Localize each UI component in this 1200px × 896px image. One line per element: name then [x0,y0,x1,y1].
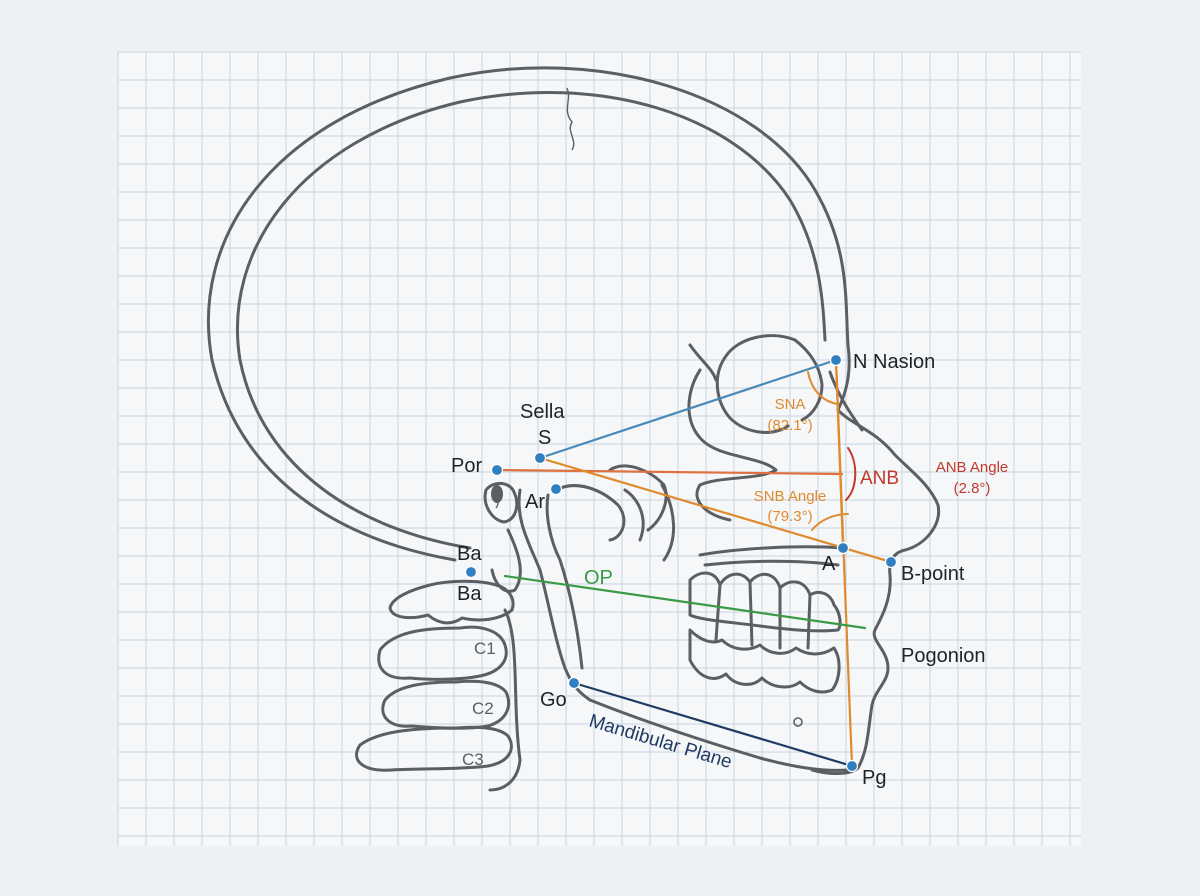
label-snb-name: SNB Angle [754,488,827,505]
sna-arc [807,371,839,405]
landmark-articulare [549,482,563,496]
graph-paper [118,52,1081,846]
label-snb-value: (79.3°) [767,508,812,525]
s-to-b-line [538,456,893,564]
palate-line [698,545,844,557]
zygomatic-outline [687,368,778,522]
landmark-basion [464,565,478,579]
label-nasion: N Nasion [853,351,935,373]
label-occlusal-plane: OP [584,567,613,589]
mandibular-plane-line [572,681,854,768]
pterygoid-outline [623,483,675,562]
vertebra-c1 [388,579,515,625]
label-c3: C3 [462,750,484,769]
label-anb-name: ANB Angle [936,459,1009,476]
label-gonion: Go [540,689,567,711]
cranial-suture [566,87,575,151]
landmark-porion [490,463,504,477]
mastoid-outline [490,528,522,593]
orbit-outline [715,334,824,434]
label-sna-name: SNA [775,396,806,413]
label-pogonion: Pogonion [901,645,986,667]
ear-canal-dot [491,485,503,503]
landmark-nasion [829,353,843,367]
label-pg: Pg [862,767,886,789]
label-sna-value: (82.1°) [767,417,812,434]
label-sella-letter: S [538,427,551,449]
landmarks [464,353,898,773]
measurement-lines [495,358,893,768]
sphenoid-outline [554,464,668,542]
label-anb-short: ANB [860,468,899,489]
skull-tracing [207,66,941,792]
label-c1: C1 [474,639,496,658]
label-porion: Por [451,455,482,477]
outer-cranium [207,66,851,562]
spine-posterior [488,608,522,792]
sn-line [538,358,838,460]
label-c2: C2 [472,699,494,718]
anb-arc [845,447,857,501]
label-articulare: Ar [525,491,545,513]
facial-profile [810,408,941,775]
inner-cranium [235,91,827,550]
n-a-line [834,358,845,550]
vertebra-c2 [381,679,511,730]
label-basion-bottom: Ba [457,583,482,605]
mental-foramen [793,717,803,727]
upper-teeth [688,571,842,633]
fh-line [495,468,844,476]
landmark-pogonion [845,759,859,773]
root-lines [714,580,812,650]
ear-outline [483,482,519,524]
label-sella-word: Sella [520,401,565,423]
mandible-lower-border [588,698,850,772]
landmark-sella [533,451,547,465]
lower-teeth [688,628,841,694]
occlusal-plane-line [503,574,867,630]
vertebra-c1-body [377,625,508,681]
landmark-b-point [884,555,898,569]
snb-arc [811,513,849,531]
maxilla-line [703,559,840,567]
label-a-point: A [822,553,836,575]
label-anb-value: (2.8°) [954,480,991,497]
vertebra-c3 [355,725,513,772]
label-b-point: B-point [901,563,965,585]
label-basion-top: Ba [457,543,482,565]
landmark-a-point [836,541,850,555]
landmark-gonion [567,676,581,690]
nasal-bone [828,370,864,432]
ramus-posterior [545,493,584,670]
cranial-base-line [688,343,718,382]
